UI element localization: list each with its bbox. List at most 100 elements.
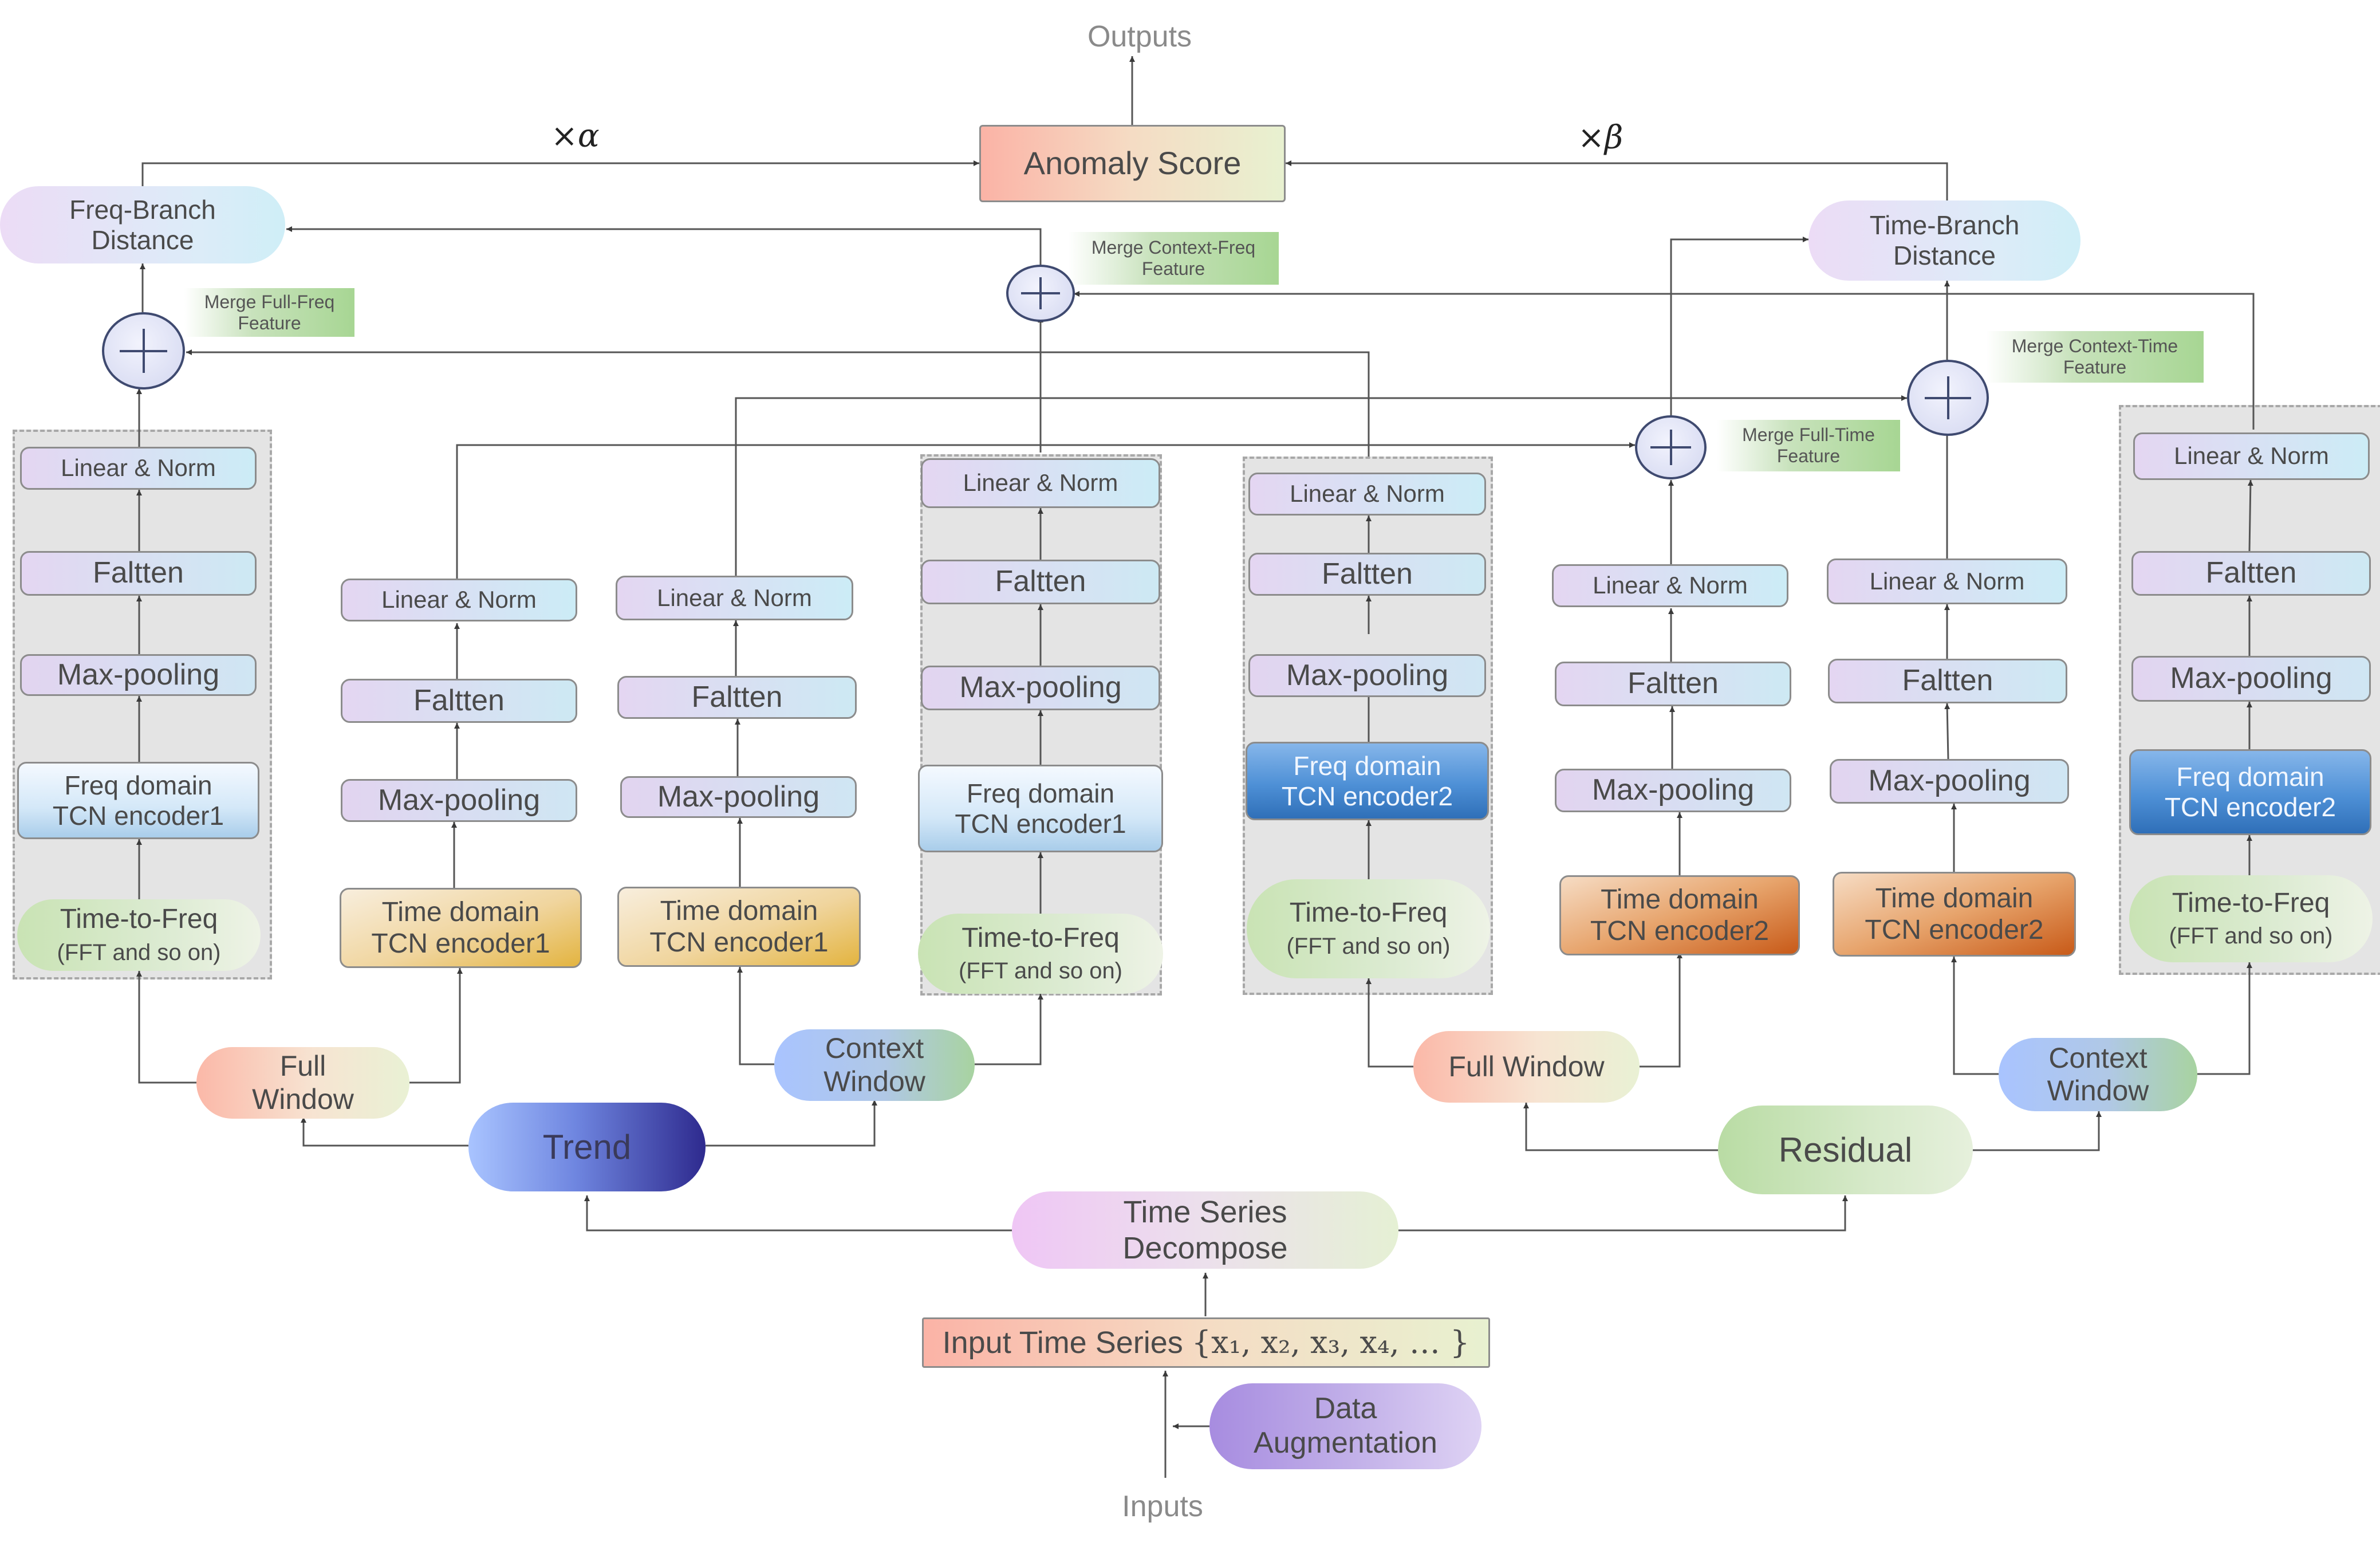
time-to-freq-transform: Time-to-Freq(FFT and so on)	[918, 914, 1163, 994]
linear-norm-layer: Linear & Norm	[1827, 558, 2067, 604]
freq-distance-line2: Distance	[91, 225, 194, 255]
encoder-line1: Time domain	[1601, 884, 1759, 915]
time-to-freq-transform: Time-to-Freq(FFT and so on)	[1247, 879, 1490, 978]
full-window-line1: Full	[279, 1050, 326, 1082]
residual-full-window: Full Window	[1413, 1031, 1640, 1103]
encoder-line1: Freq domain	[966, 778, 1115, 808]
time-to-freq-line1: Time-to-Freq	[60, 904, 218, 935]
merge-context-freq-line1: Merge Context-Freq	[1091, 237, 1256, 258]
encoder-line1: Time domain	[381, 896, 540, 927]
flatten-layer: Faltten	[1555, 662, 1791, 706]
max-pooling-label: Max-pooling	[959, 671, 1122, 705]
time-to-freq-transform: Time-to-Freq(FFT and so on)	[17, 899, 261, 971]
time-distance-line2: Distance	[1893, 241, 1996, 270]
alpha-weight: ×α	[551, 117, 600, 155]
encoder-line2: TCN encoder2	[2164, 792, 2336, 822]
encoder-line1: Freq domain	[1293, 750, 1441, 781]
max-pooling-label: Max-pooling	[57, 658, 220, 691]
augmentation-line2: Augmentation	[1254, 1426, 1437, 1459]
anomaly-score-box: Anomaly Score	[979, 125, 1286, 202]
time-to-freq-line1: Time-to-Freq	[2172, 887, 2330, 918]
max-pooling-label: Max-pooling	[657, 780, 820, 813]
trend-label: Trend	[542, 1128, 632, 1166]
context-window-line2: Window	[823, 1065, 925, 1097]
max-pooling-label: Max-pooling	[2170, 662, 2332, 695]
input-series-label: Input Time Series	[942, 1325, 1192, 1360]
encoder-line2: TCN encoder2	[1865, 915, 2044, 945]
merge-context-time-line1: Merge Context-Time	[2011, 336, 2178, 356]
encoder-line2: TCN encoder1	[52, 800, 224, 831]
decompose-line2: Decompose	[1122, 1230, 1288, 1265]
flatten-layer: Faltten	[921, 560, 1160, 604]
time-distance-line1: Time-Branch	[1869, 210, 2020, 241]
linear-norm-layer: Linear & Norm	[2133, 432, 2370, 480]
freq-distance-line1: Freq-Branch	[69, 194, 216, 225]
augmentation-line1: Data	[1314, 1392, 1377, 1426]
input-series-math: {x₁, x₂, x₃, x₄, … }	[1191, 1324, 1470, 1360]
time-to-freq-line2: (FFT and so on)	[958, 958, 1123, 983]
max-pooling-label: Max-pooling	[1286, 658, 1449, 692]
linear-norm-layer: Linear & Norm	[921, 458, 1160, 508]
encoder-line2: TCN encoder1	[955, 808, 1126, 839]
max-pooling-layer: Max-pooling	[2131, 656, 2371, 702]
flatten-layer: Faltten	[1828, 659, 2067, 703]
max-pooling-layer: Max-pooling	[1555, 769, 1791, 812]
context-window-line1: Context	[825, 1032, 924, 1064]
merge-context-time-plus-icon	[1907, 360, 1989, 436]
input-time-series: Input Time Series {x₁, x₂, x₃, x₄, … }	[922, 1317, 1490, 1368]
max-pooling-layer: Max-pooling	[921, 666, 1160, 710]
anomaly-score-label: Anomaly Score	[1023, 145, 1242, 182]
full-window-line2: Window	[252, 1083, 354, 1115]
encoder-line1: Time domain	[1875, 883, 2034, 914]
encoder-line2: TCN encoder1	[371, 929, 550, 959]
full-window-label: Full Window	[1448, 1050, 1605, 1083]
max-pooling-label: Max-pooling	[1868, 764, 2031, 798]
time-to-freq-line2: (FFT and so on)	[1286, 933, 1451, 959]
encoder-line1: Freq domain	[64, 770, 212, 800]
merge-context-freq-plus-icon	[1006, 265, 1075, 322]
merge-full-time-line2: Feature	[1776, 446, 1841, 466]
max-pooling-layer: Max-pooling	[1830, 759, 2069, 804]
time-to-freq-line2: (FFT and so on)	[2169, 923, 2333, 949]
encoder-line2: TCN encoder1	[649, 927, 829, 958]
max-pooling-layer: Max-pooling	[20, 654, 257, 696]
beta-weight: ×β	[1578, 119, 1624, 156]
flatten-layer: Faltten	[341, 679, 577, 723]
max-pooling-layer: Max-pooling	[341, 779, 577, 822]
freq-branch-full-panel	[13, 430, 272, 979]
max-pooling-layer: Max-pooling	[1248, 654, 1486, 697]
encoder-line2: TCN encoder2	[1281, 781, 1453, 811]
trend-component: Trend	[468, 1103, 706, 1191]
context-window-line1: Context	[2048, 1041, 2147, 1074]
merge-full-time-plus-icon	[1635, 415, 1707, 479]
time-to-freq-transform: Time-to-Freq (FFT and so on)	[2129, 875, 2373, 962]
merge-context-time-line2: Feature	[2063, 357, 2127, 377]
residual-component: Residual	[1718, 1106, 1973, 1194]
merge-full-freq-line2: Feature	[238, 312, 301, 333]
linear-norm-layer: Linear & Norm	[20, 447, 257, 490]
merge-context-freq-line2: Feature	[1141, 258, 1205, 279]
max-pooling-label: Max-pooling	[377, 783, 541, 817]
linear-norm-layer: Linear & Norm	[1552, 564, 1788, 607]
max-pooling-label: Max-pooling	[1591, 773, 1755, 807]
flatten-layer: Faltten	[20, 551, 257, 596]
